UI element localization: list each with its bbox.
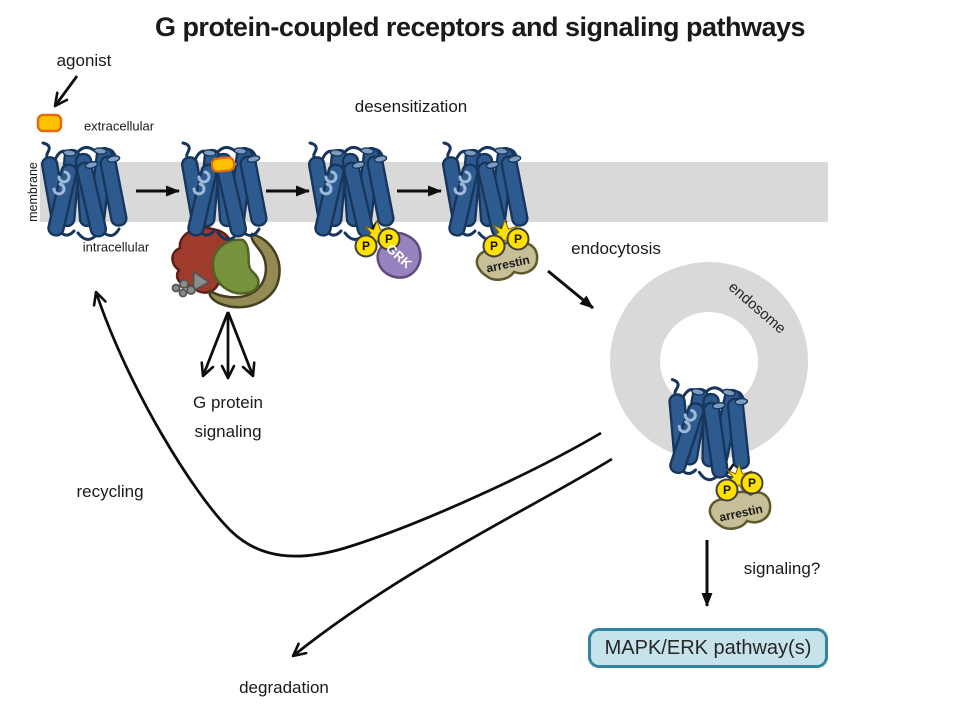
mapk-erk-pathway-box: MAPK/ERK pathway(s) <box>588 628 828 668</box>
mapk-erk-pathway-label: MAPK/ERK pathway(s) <box>604 636 812 659</box>
endocytosis-label: endocytosis <box>571 239 661 258</box>
membrane-label: membrane <box>26 162 40 222</box>
recycling-label: recycling <box>76 482 144 501</box>
page-title: G protein-coupled receptors and signalin… <box>154 12 806 42</box>
g-beta-subunit <box>211 238 260 295</box>
phosphate-circle <box>482 234 506 258</box>
degradation-arrow <box>291 457 613 658</box>
phosphate-circle <box>740 471 764 495</box>
g-protein-complex <box>171 226 281 309</box>
receptor-1 <box>39 141 130 241</box>
agonist-ligand <box>36 113 63 133</box>
g-gamma-subunit <box>208 232 281 309</box>
phosphate-circle <box>506 227 530 251</box>
phosphate-label: P <box>747 476 757 490</box>
g-protein-signaling-line2: signaling <box>194 422 262 441</box>
g-protein-signaling-label: G protein signaling <box>193 388 263 446</box>
phosphate-circle <box>715 478 739 502</box>
agonist-arrow <box>53 75 79 108</box>
signaling-question-label: signaling? <box>743 559 821 578</box>
agonist-label: agonist <box>56 51 112 70</box>
intracellular-label: intracellular <box>82 239 150 255</box>
phosphate-circle <box>354 234 378 258</box>
endosome-receptor <box>660 377 759 485</box>
receptor-4-arrestin-bound <box>440 141 531 241</box>
extracellular-label: extracellular <box>83 118 155 134</box>
phosphate-label: P <box>513 232 523 246</box>
bound-agonist <box>210 156 236 173</box>
phosphate-label: P <box>722 483 732 497</box>
phosphate-label: P <box>361 239 371 253</box>
gdp-molecule <box>171 270 211 298</box>
phosphate-circle <box>377 227 401 251</box>
degradation-label: degradation <box>239 678 329 697</box>
receptor-3-phosphorylated <box>306 141 397 241</box>
desensitization-label: desensitization <box>354 97 468 116</box>
phosphate-label: P <box>384 232 394 246</box>
endocytosis-arrow <box>547 269 594 310</box>
phosphate-label: P <box>489 239 499 253</box>
g-protein-signaling-arrows <box>200 311 256 380</box>
g-protein-signaling-line1: G protein <box>193 393 263 412</box>
recycling-arrow <box>92 290 602 558</box>
